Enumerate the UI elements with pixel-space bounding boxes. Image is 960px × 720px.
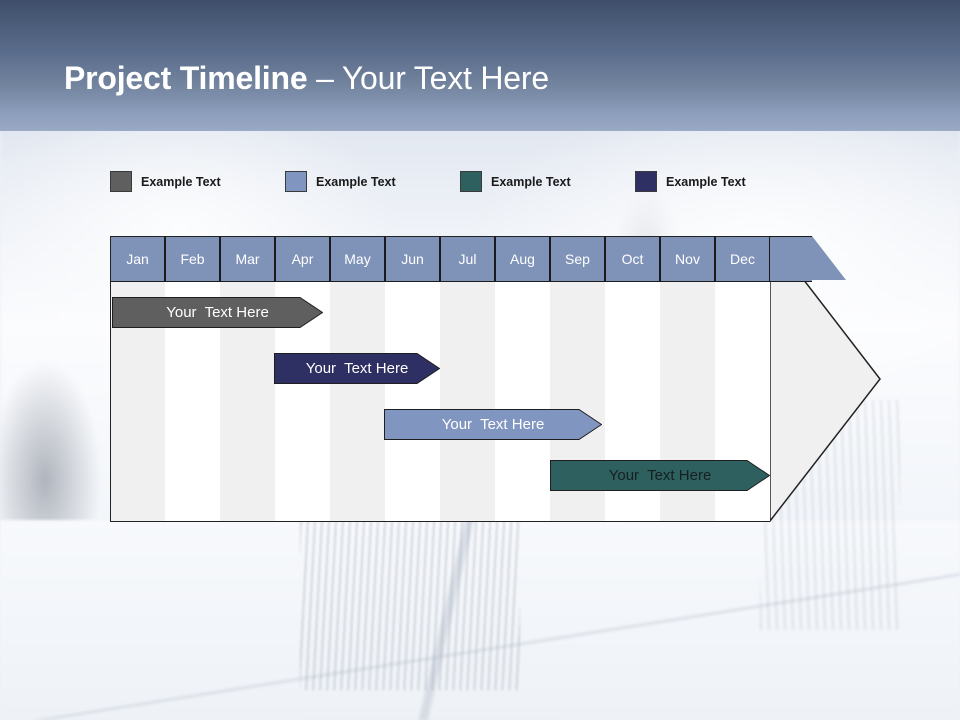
legend-label: Example Text [316,174,396,189]
month-header-sep[interactable]: Sep [550,236,605,282]
task-arrow-label: Your Text Here [166,304,269,321]
task-arrow-shape [384,409,602,440]
page-title-rest: – Your Text Here [307,60,549,96]
month-header-apr[interactable]: Apr [275,236,330,282]
month-header-jun[interactable]: Jun [385,236,440,282]
task-arrow-shape [550,460,770,491]
legend-item[interactable]: Example Text [285,171,396,192]
legend-label: Example Text [491,174,571,189]
page-title-bold: Project Timeline [64,60,308,96]
page-title: Project Timeline – Your Text Here [64,60,549,97]
month-header-feb[interactable]: Feb [165,236,220,282]
legend-item[interactable]: Example Text [110,171,221,192]
task-arrow[interactable]: Your Text Here [274,353,440,384]
legend: Example Text Example Text Example Text Exam… [110,171,810,193]
task-arrow-shape [274,353,440,384]
legend-swatch-icon [110,171,132,192]
month-header-may[interactable]: May [330,236,385,282]
month-header-tail [770,236,812,282]
background-floor [0,520,960,720]
task-arrow[interactable]: Your Text Here [384,409,602,440]
legend-label: Example Text [666,174,746,189]
month-header-oct[interactable]: Oct [605,236,660,282]
month-column [220,236,275,522]
month-column [495,236,550,522]
task-arrow-label: Your Text Here [441,416,545,433]
month-header-mar[interactable]: Mar [220,236,275,282]
background-blinds-center [300,520,520,690]
legend-swatch-icon [460,171,482,192]
month-header-aug[interactable]: Aug [495,236,550,282]
legend-swatch-icon [285,171,307,192]
month-column [440,236,495,522]
month-header-jul[interactable]: Jul [440,236,495,282]
task-arrow[interactable]: Your Text Here [112,297,323,328]
task-arrow-shape [112,297,323,328]
month-header-dec[interactable]: Dec [715,236,770,282]
month-header-jan[interactable]: Jan [110,236,165,282]
task-arrow-label: Your Text Here [305,360,409,377]
month-column [110,236,165,522]
task-arrow-label: Your Text Here [608,467,712,484]
month-header-nov[interactable]: Nov [660,236,715,282]
legend-item[interactable]: Example Text [460,171,571,192]
legend-item[interactable]: Example Text [635,171,746,192]
task-arrow[interactable]: Your Text Here [550,460,770,491]
month-column [165,236,220,522]
legend-swatch-icon [635,171,657,192]
legend-label: Example Text [141,174,221,189]
title-band: Project Timeline – Your Text Here [0,0,960,131]
